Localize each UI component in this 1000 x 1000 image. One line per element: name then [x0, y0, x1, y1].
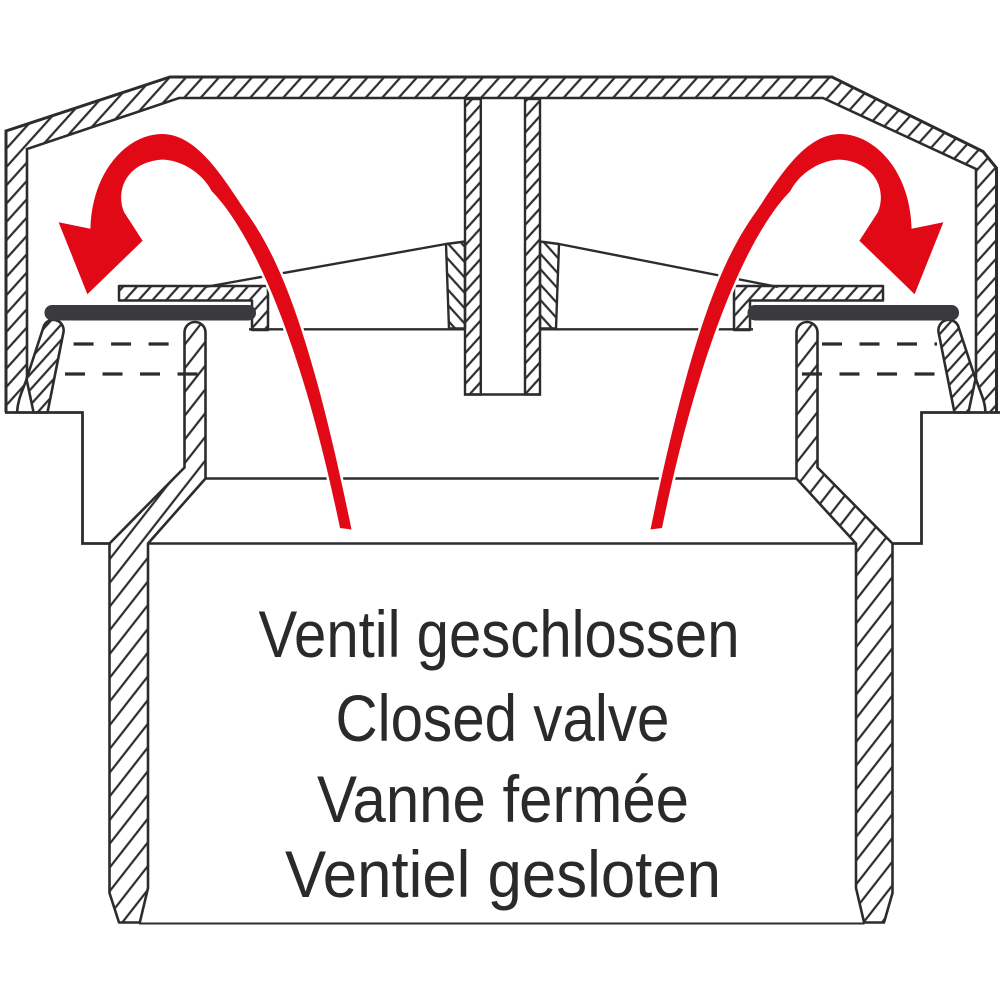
svg-text:Vanne fermée: Vanne fermée [317, 762, 689, 836]
svg-text:Closed valve: Closed valve [336, 681, 670, 755]
svg-text:Ventil geschlossen: Ventil geschlossen [259, 597, 740, 671]
svg-text:Ventiel gesloten: Ventiel gesloten [285, 837, 721, 911]
